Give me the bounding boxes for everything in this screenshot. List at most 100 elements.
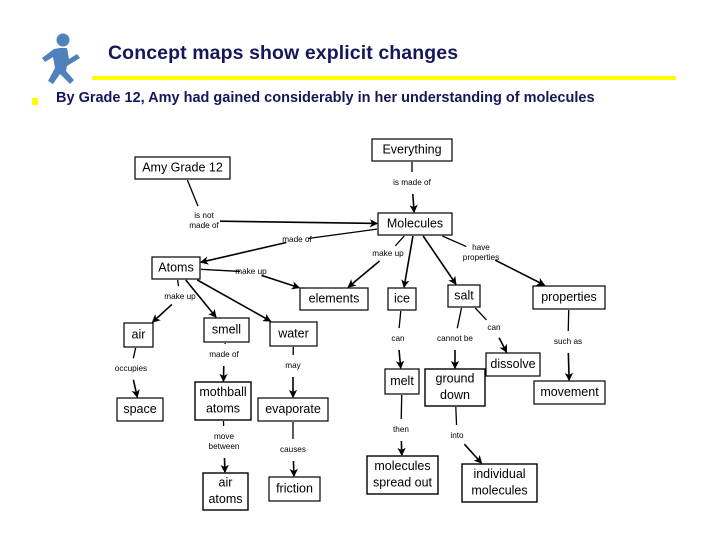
- concept-edge-label: make up: [372, 249, 404, 258]
- concept-node-label: elements: [309, 291, 360, 305]
- concept-node-label: water: [277, 326, 309, 340]
- concept-node-label: air: [132, 327, 146, 341]
- concept-node-label: properties: [541, 290, 597, 304]
- bullet-text: By Grade 12, Amy had gained considerably…: [56, 90, 595, 106]
- concept-edge-label: make up: [164, 292, 196, 301]
- concept-edge-arrow-ice-melt: [395, 349, 405, 370]
- concept-node-label: ice: [394, 291, 410, 305]
- concept-node-label: melt: [390, 374, 414, 388]
- concept-node-water: water: [269, 321, 318, 347]
- concept-edge-molecules-salt: [422, 235, 457, 285]
- concept-edge-label: have: [472, 243, 490, 252]
- concept-edge-label: made of: [209, 350, 239, 359]
- concept-node-label: Amy Grade 12: [142, 160, 223, 174]
- concept-edge-air-space: [132, 347, 137, 359]
- concept-edge-arrow-properties-movement: [564, 352, 574, 382]
- concept-node-label: Atoms: [158, 260, 193, 274]
- concept-edge-atoms-water: [196, 279, 272, 322]
- concept-node-label: dissolve: [490, 357, 535, 371]
- concept-edge-ice-melt: [398, 310, 402, 329]
- concept-node-elements: elements: [299, 287, 369, 311]
- concept-edge-label: cannot be: [437, 334, 473, 343]
- concept-edge-molecules-ice: [401, 235, 414, 289]
- concept-node-label: air: [219, 476, 233, 490]
- concept-edge-label: move: [214, 432, 234, 441]
- concept-node-friction: friction: [268, 476, 321, 502]
- concept-node-label: salt: [454, 288, 474, 302]
- concept-node-label: spread out: [373, 476, 433, 490]
- concept-edge-arrow-molecules-atoms: [199, 241, 287, 265]
- concept-node-individual: individual molecules: [461, 463, 538, 503]
- concept-node-label: individual: [473, 467, 525, 481]
- concept-edge-molecules-elements: [394, 235, 405, 247]
- concept-edge-salt-ground: [456, 307, 463, 329]
- concept-edge-arrow-air-space: [131, 379, 140, 399]
- concept-edge-atoms-smell: [185, 279, 217, 318]
- concept-node-label: movement: [540, 385, 599, 399]
- concept-node-label: molecules: [471, 484, 527, 498]
- concept-node-dissolve: dissolve: [485, 352, 541, 377]
- concept-edge-arrow-atoms-elements: [261, 274, 301, 290]
- concept-node-label: atoms: [206, 402, 240, 416]
- concept-node-atoms: Atoms: [151, 256, 201, 280]
- concept-edge-arrow-everything-molecules: [409, 193, 418, 214]
- concept-edge-label: is made of: [393, 178, 431, 187]
- concept-node-label: atoms: [208, 492, 242, 506]
- concept-edge-arrow-molecules-elements: [347, 260, 381, 288]
- concept-node-molecules: Molecules: [377, 212, 453, 236]
- concept-edge-molecules-atoms: [307, 228, 378, 240]
- concept-edge-arrow-evaporate-friction: [289, 460, 298, 478]
- concept-edge-label: can: [487, 323, 501, 332]
- concept-edge-label: then: [393, 425, 409, 434]
- concept-edge-molecules-properties: [442, 235, 467, 248]
- concept-node-mothball: mothball atoms: [194, 381, 252, 421]
- page-title: Concept maps show explicit changes: [108, 42, 459, 64]
- concept-edge-label: properties: [463, 253, 499, 262]
- concept-edge-label: occupies: [115, 364, 147, 373]
- edge-layer: [131, 162, 574, 478]
- concept-node-label: mothball: [199, 385, 246, 399]
- concept-edge-label: such as: [554, 337, 582, 346]
- concept-edge-arrow-molecules-properties: [494, 259, 546, 286]
- concept-edge-ground-individual: [455, 406, 458, 426]
- concept-node-properties: properties: [532, 285, 606, 310]
- concept-edge-salt-dissolve: [474, 307, 487, 321]
- concept-node-ice: ice: [387, 287, 417, 311]
- concept-node-label: evaporate: [265, 402, 321, 416]
- concept-node-label: Everything: [382, 142, 441, 156]
- concept-edge-amy-molecules: [186, 179, 199, 207]
- running-person-icon: [42, 33, 80, 84]
- concept-edge-label: is not: [194, 211, 214, 220]
- concept-edge-label: make up: [235, 267, 267, 276]
- concept-node-space: space: [116, 397, 164, 422]
- concept-node-salt: salt: [447, 284, 481, 308]
- concept-node-everything: Everything: [371, 138, 453, 162]
- title-underline-rule: [92, 76, 676, 80]
- concept-node-smell: smell: [203, 317, 250, 343]
- concept-edge-arrow-salt-dissolve: [498, 337, 508, 354]
- concept-edge-atoms-air: [177, 279, 180, 287]
- concept-edge-arrow-ground-individual: [463, 443, 483, 464]
- concept-edge-label: may: [285, 361, 301, 370]
- concept-edge-arrow-amy-molecules: [219, 219, 379, 228]
- concept-node-label: ground: [436, 372, 475, 386]
- concept-edge-atoms-elements: [200, 268, 241, 273]
- concept-node-evaporate: evaporate: [257, 397, 329, 422]
- concept-edge-label: can: [391, 334, 405, 343]
- concept-node-label: Molecules: [387, 216, 443, 230]
- concept-node-label: space: [123, 402, 156, 416]
- concept-edge-label: made of: [282, 235, 312, 244]
- concept-edge-label: causes: [280, 445, 306, 454]
- concept-node-melt: melt: [384, 368, 420, 395]
- bullet-marker-icon: [32, 98, 38, 105]
- concept-node-movement: movement: [533, 380, 606, 405]
- concept-node-label: smell: [212, 322, 241, 336]
- concept-node-label: molecules: [374, 459, 430, 473]
- concept-node-label: friction: [276, 481, 313, 495]
- concept-edge-label: made of: [189, 221, 219, 230]
